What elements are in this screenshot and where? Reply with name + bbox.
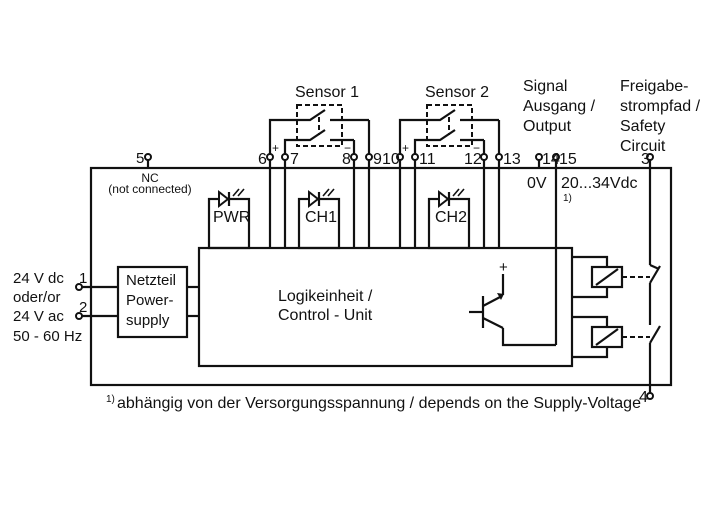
signal-label-2: Ausgang / — [523, 98, 596, 115]
footnote-mark: 1) — [106, 394, 115, 405]
terminal-8 — [350, 153, 358, 161]
power-supply-block — [116, 265, 189, 339]
transistor-plus: + — [499, 259, 508, 276]
terminal-10-label: 10 — [382, 151, 400, 168]
supply-input-label-3: 24 V ac — [13, 308, 64, 325]
device-housing — [89, 166, 673, 387]
power-supply-label-3: supply — [126, 312, 170, 329]
safety-label-3: Safety — [620, 118, 665, 135]
terminal-11 — [411, 153, 419, 161]
terminal-14 — [535, 153, 543, 161]
terminal-5 — [144, 153, 152, 161]
terminal-15-label: 15 — [559, 151, 577, 168]
not-connected-label: (not connected) — [108, 182, 191, 196]
sensor-2-switch-icon — [398, 109, 501, 158]
terminal-7 — [281, 153, 289, 161]
safety-label-1: Freigabe- — [620, 78, 688, 95]
terminal-8-minus: − — [344, 141, 351, 155]
terminal-13-label: 13 — [503, 151, 521, 168]
terminal-12-minus: − — [473, 141, 480, 155]
relay-1-icon — [572, 255, 650, 299]
terminal-13 — [495, 153, 503, 161]
signal-label-1: Signal — [523, 78, 567, 95]
terminal-14-label: 14 — [542, 151, 560, 168]
sensor-1-label: Sensor 1 — [295, 84, 359, 101]
terminal-1 — [75, 283, 83, 291]
led-pwr-label: PWR — [213, 209, 250, 226]
sensor-1-box — [296, 104, 343, 147]
terminal-11-label: 11 — [419, 151, 436, 168]
terminal-8-label: 8 — [342, 151, 351, 168]
terminal-6-plus: + — [272, 141, 279, 155]
terminal-15 — [552, 153, 560, 161]
led-icon-ch2 — [438, 188, 465, 209]
signal-label-3: Output — [523, 118, 572, 135]
terminal-2-label: 2 — [79, 299, 87, 316]
led-ch1-label: CH1 — [305, 209, 337, 226]
nc-label: NC — [141, 171, 159, 185]
led-icon-ch1 — [308, 188, 335, 209]
transistor-icon — [469, 274, 556, 347]
terminal-7-label: 7 — [290, 151, 299, 168]
output-0v-label: 0V — [527, 175, 547, 192]
power-supply-label-1: Netzteil — [126, 272, 176, 289]
supply-input-label-1: 24 V dc — [13, 270, 64, 287]
led-icon-pwr — [218, 188, 245, 209]
terminal-9 — [365, 153, 373, 161]
terminal-5-label: 5 — [136, 150, 144, 167]
terminal-12 — [480, 153, 488, 161]
led-ch2-label: CH2 — [435, 209, 467, 226]
terminal-6-label: 6 — [258, 151, 267, 168]
power-supply-label-2: Power- — [126, 292, 174, 309]
supply-input-label-2: oder/or — [13, 289, 61, 306]
output-supply-label: 20...34Vdc — [561, 175, 638, 192]
terminal-12-label: 12 — [464, 151, 482, 168]
sensor-2-box — [426, 104, 473, 147]
safety-contacts-icon — [648, 160, 661, 393]
terminal-4-label: 4 — [639, 389, 648, 406]
logic-unit-label-1: Logikeinheit / — [278, 288, 373, 305]
terminal-1-label: 1 — [79, 270, 87, 287]
logic-unit-label-2: Control - Unit — [278, 307, 373, 324]
terminal-10-plus: + — [402, 141, 409, 155]
relay-2-icon — [572, 315, 650, 359]
terminal-3-label: 3 — [641, 151, 650, 168]
terminal-6 — [266, 153, 274, 161]
footnote-text: abhängig von der Versorgungsspannung / d… — [117, 395, 641, 412]
safety-label-4: Circuit — [620, 138, 666, 155]
logic-unit-block — [197, 246, 574, 368]
safety-label-2: strompfad / — [620, 98, 701, 115]
sensor-1-switch-icon — [268, 109, 371, 158]
terminal-9-label: 9 — [373, 151, 382, 168]
terminal-10 — [396, 153, 404, 161]
terminal-2 — [75, 312, 83, 320]
output-footnote-mark: 1) — [563, 193, 572, 204]
sensor-2-label: Sensor 2 — [425, 84, 489, 101]
supply-input-label-4: 50 - 60 Hz — [13, 328, 82, 345]
